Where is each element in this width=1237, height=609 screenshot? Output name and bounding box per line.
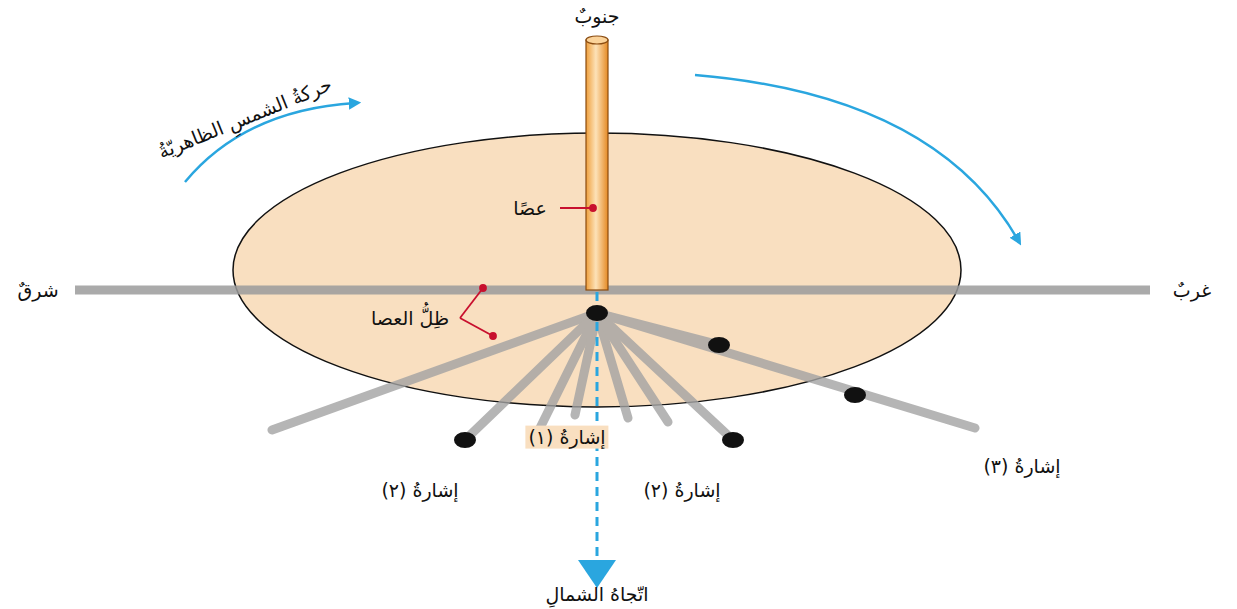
mark-label: إشارةُ (٢) (378, 479, 461, 502)
east-west-line (75, 286, 1150, 295)
shadow-rays (272, 313, 975, 440)
mark-label: إشارةُ (٣) (980, 455, 1063, 478)
direction-label: غربٌ (1170, 279, 1214, 302)
direction-label: جنوبٌ (571, 5, 622, 28)
direction-label: اتّجاهُ الشمالِ (542, 583, 651, 606)
mark-dots (454, 305, 866, 448)
part-label: ظِلُّ العصا (368, 307, 452, 330)
sun-motion-arrow (695, 75, 1018, 240)
motion-label: حركةُ الشمسِ الظاهريّةُ (152, 72, 338, 165)
direction-label: شرقٌ (14, 279, 61, 302)
mark-label: إشارةُ (٢) (640, 479, 723, 502)
leader-lines (460, 205, 596, 339)
mark-label: إشارةُ (١) (525, 426, 608, 449)
part-label: عصًا (510, 197, 550, 220)
stick-top (586, 36, 608, 44)
stick (586, 40, 608, 290)
